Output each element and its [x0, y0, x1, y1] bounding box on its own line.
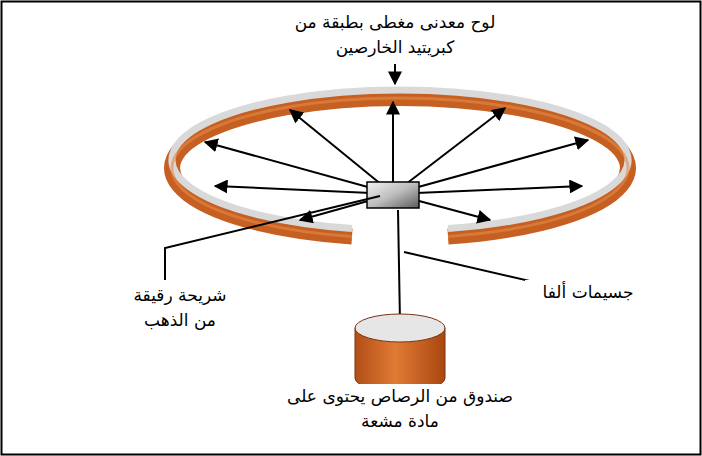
screen-top-edge	[172, 90, 628, 228]
zinc-sulfide-screen	[172, 98, 628, 236]
source-label: صندوق من الرصاص يحتوى على مادة مشعة	[272, 384, 528, 433]
leader-line	[165, 196, 380, 280]
alpha-label: جسيمات ألفا	[525, 280, 651, 305]
leader-line	[394, 64, 396, 84]
lead-box-top	[355, 314, 445, 342]
foil-label: شريحة رقيقة من الذهب	[117, 283, 243, 332]
scattered-rays	[205, 102, 588, 220]
alpha-beam	[398, 210, 400, 322]
gold-foil	[367, 182, 419, 208]
screen-highlight	[172, 98, 628, 236]
screen-label: لوح معدنى مغطى بطبقة من كبريتيد الخارصين	[267, 10, 523, 59]
